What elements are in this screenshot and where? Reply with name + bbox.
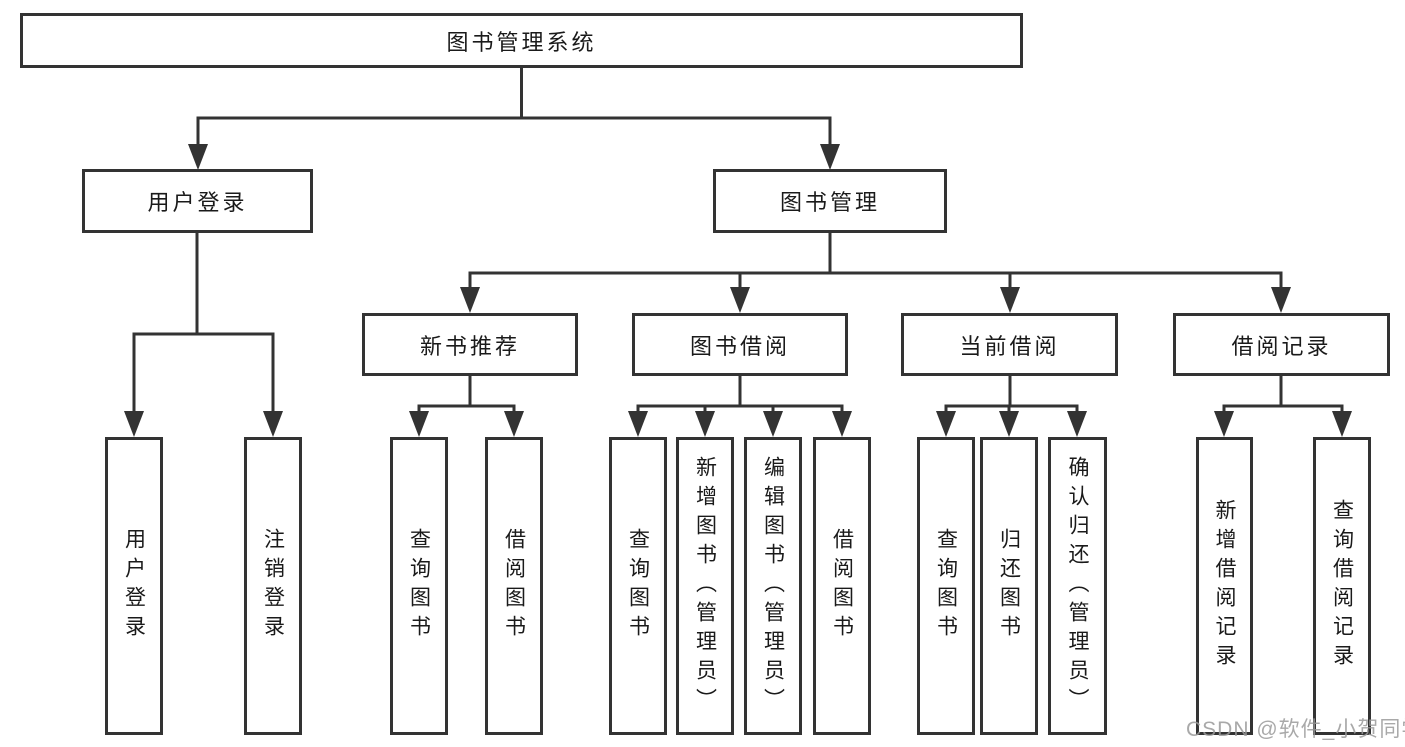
node-current-borrowing: 当前借阅 [901,313,1118,376]
node-label: 查询借阅记录 [1330,499,1354,673]
leaf-edit-books-admin: 编辑图书（管理员） [744,437,802,735]
csdn-watermark: CSDN @软件_小贺同学 [1186,718,1405,741]
node-label: 用户登录 [122,528,146,644]
node-label: 图书管理 [779,190,880,215]
leaf-return-books: 归还图书 [980,437,1038,735]
node-book-borrowing: 图书借阅 [632,313,848,376]
node-label: 借阅记录 [1231,333,1332,359]
leaf-add-borrow-record: 新增借阅记录 [1196,437,1253,735]
node-label: 查询图书 [407,528,431,644]
node-label: 新增借阅记录 [1213,499,1236,673]
node-borrowing-records: 借阅记录 [1173,313,1390,376]
leaf-add-books-admin: 新增图书（管理员） [676,437,734,735]
leaf-confirm-return-admin: 确认归还（管理员） [1048,437,1107,735]
leaf-borrow-books-recommend: 借阅图书 [485,437,543,735]
node-library-management-system: 图书管理系统 [20,13,1023,68]
leaf-query-books-current: 查询图书 [917,437,975,735]
node-label: 新增图书（管理员） [693,455,717,717]
node-label: 确认归还（管理员） [1066,455,1089,717]
node-label: 新书推荐 [419,333,520,359]
node-label: 借阅图书 [502,528,526,644]
leaf-query-books-recommend: 查询图书 [390,437,448,735]
leaf-borrow-books: 借阅图书 [813,437,871,735]
node-user-login-module: 用户登录 [82,169,313,233]
leaf-logout: 注销登录 [244,437,302,735]
node-label: 归还图书 [997,528,1021,644]
node-label: 用户登录 [147,190,248,215]
node-label: 图书管理系统 [446,29,597,55]
node-label: 查询图书 [626,528,650,644]
node-label: 注销登录 [261,528,285,644]
node-label: 查询图书 [934,528,958,644]
leaf-user-login: 用户登录 [105,437,163,735]
node-label: 编辑图书（管理员） [761,455,785,717]
node-label: 借阅图书 [830,528,854,644]
node-book-management-module: 图书管理 [713,169,947,233]
node-label: 当前借阅 [959,333,1060,359]
leaf-query-borrow-record: 查询借阅记录 [1313,437,1371,735]
node-label: 图书借阅 [689,333,790,359]
node-new-book-recommendation: 新书推荐 [362,313,578,376]
leaf-query-books-borrowing: 查询图书 [609,437,667,735]
